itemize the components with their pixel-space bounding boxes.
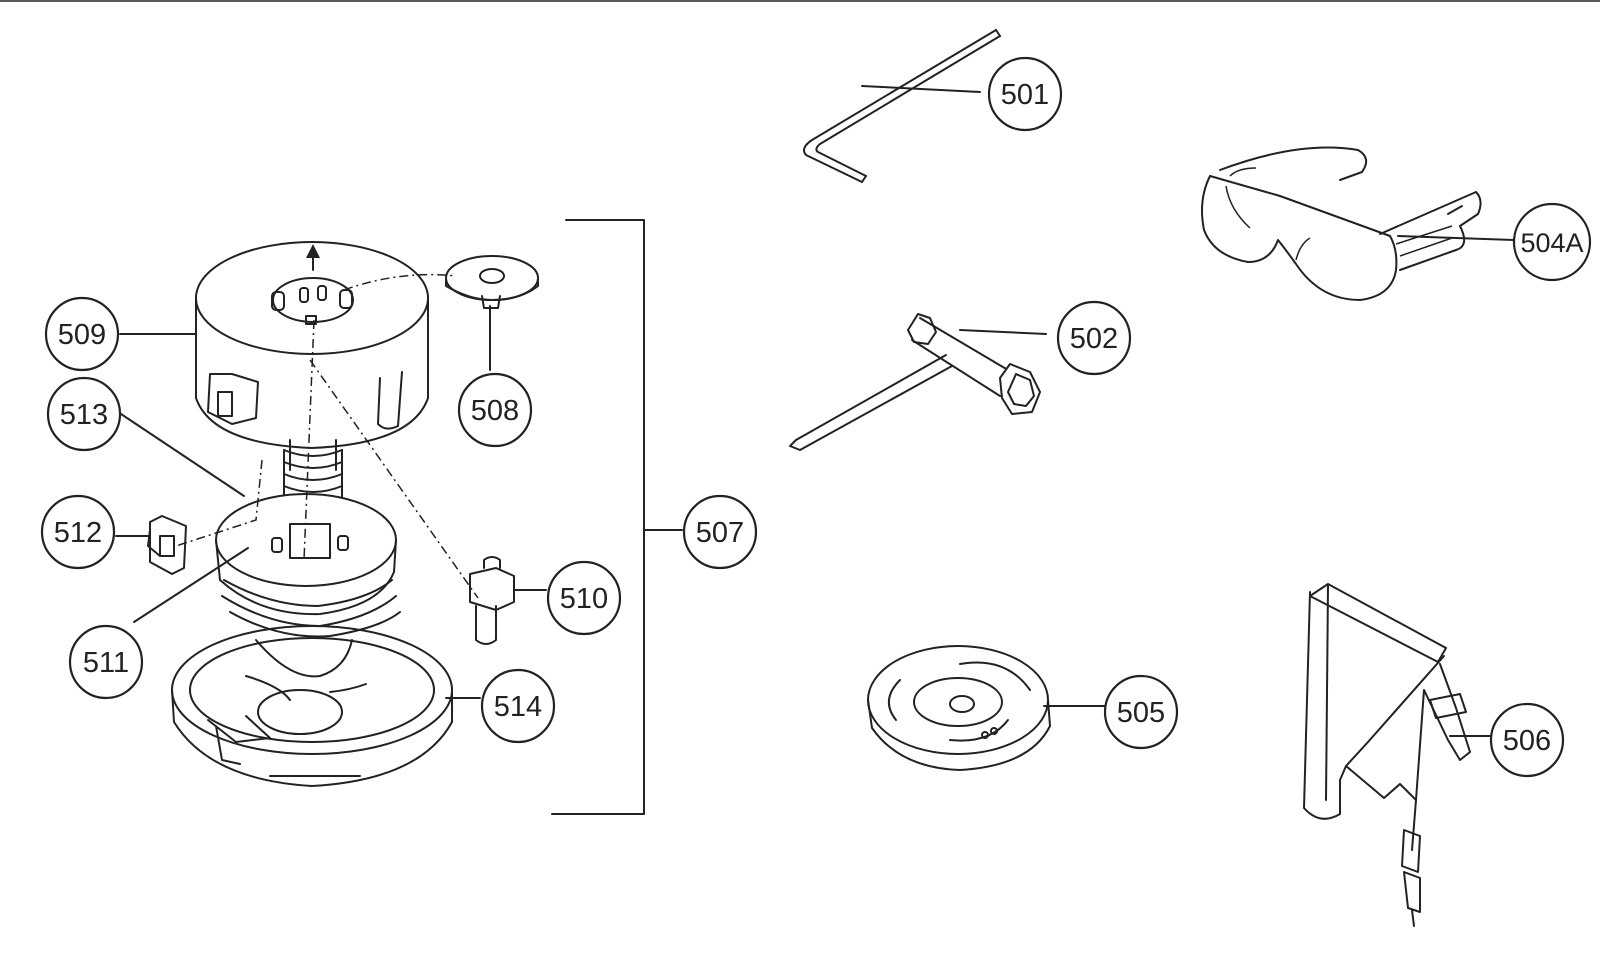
- svg-text:510: 510: [560, 583, 608, 615]
- callout-514: 514: [480, 668, 556, 744]
- svg-text:501: 501: [1001, 79, 1049, 111]
- pulley-disc-illustration: [867, 645, 1051, 771]
- hex-key-illustration: [803, 29, 1001, 183]
- line-clip-illustration: [147, 515, 187, 575]
- t-wrench-illustration: [789, 313, 1041, 451]
- callout-507: 507: [682, 494, 758, 570]
- svg-text:512: 512: [54, 517, 102, 549]
- callout-504a: 504A: [1512, 202, 1592, 282]
- spool-base-illustration: [171, 625, 453, 787]
- callout-506: 506: [1489, 702, 1565, 778]
- callout-502: 502: [1056, 300, 1132, 376]
- svg-text:513: 513: [60, 399, 108, 431]
- callout-510: 510: [546, 560, 622, 636]
- shoulder-harness-illustration: [1303, 583, 1471, 927]
- leader-lines: [115, 85, 1515, 815]
- callout-511: 511: [68, 624, 144, 700]
- svg-text:511: 511: [83, 647, 129, 679]
- safety-glasses-illustration: [1201, 146, 1482, 301]
- svg-text:506: 506: [1503, 725, 1551, 757]
- svg-text:508: 508: [471, 395, 519, 427]
- svg-text:509: 509: [58, 319, 106, 351]
- callout-508: 508: [457, 372, 533, 448]
- knob-illustration: [445, 255, 539, 309]
- spool-housing-illustration: [195, 241, 429, 449]
- svg-text:504A: 504A: [1520, 228, 1583, 258]
- spring-spool-illustration: [215, 439, 401, 678]
- svg-text:507: 507: [696, 517, 744, 549]
- callout-501: 501: [987, 56, 1063, 132]
- svg-text:502: 502: [1070, 323, 1118, 355]
- svg-text:514: 514: [494, 691, 542, 723]
- callout-512: 512: [40, 494, 116, 570]
- callout-509: 509: [44, 296, 120, 372]
- callout-513: 513: [46, 376, 122, 452]
- bolt-illustration: [469, 556, 515, 645]
- callout-505: 505: [1103, 674, 1179, 750]
- svg-text:505: 505: [1117, 697, 1165, 729]
